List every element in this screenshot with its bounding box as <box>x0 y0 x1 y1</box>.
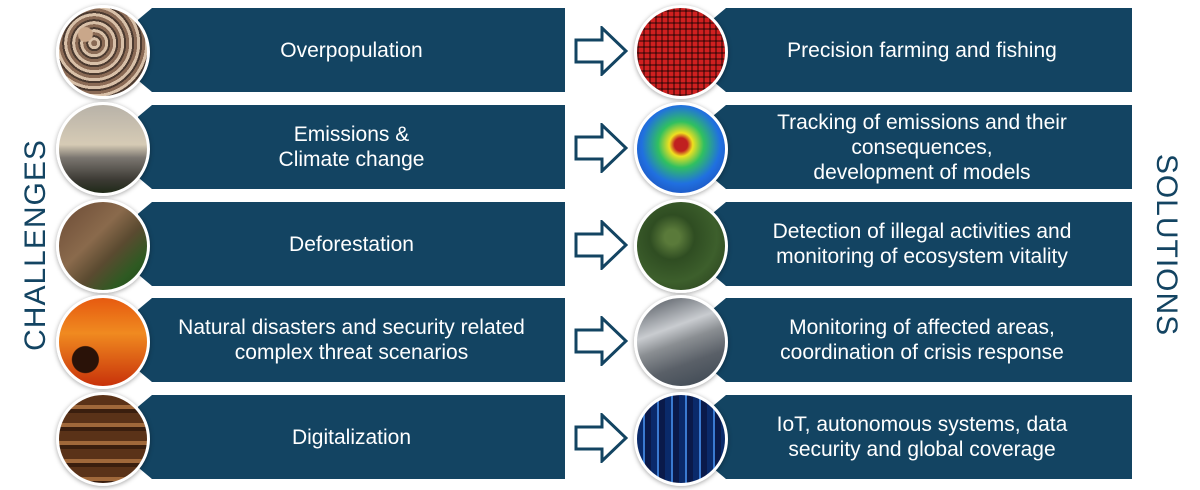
smoke-satellite-image <box>634 295 728 389</box>
solution-text: Precision farming and fishing <box>787 38 1057 62</box>
challenge-box: Digitalization <box>138 395 565 479</box>
challenge-solution-row: Overpopulation Precision farming and fis… <box>0 5 1200 99</box>
forest-satellite-image <box>634 199 728 293</box>
wildfire-image <box>56 295 150 389</box>
challenge-text: Deforestation <box>289 232 414 256</box>
challenge-solution-row: Natural disasters and security related c… <box>0 295 1200 389</box>
right-arrow-icon <box>574 314 629 368</box>
solution-box: Precision farming and fishing <box>712 8 1132 92</box>
challenge-box: Natural disasters and security related c… <box>138 298 565 382</box>
solution-box: Monitoring of affected areas, coordinati… <box>712 298 1132 382</box>
challenge-solution-row: Deforestation Detection of illegal activ… <box>0 199 1200 293</box>
binary-code-image <box>634 392 728 486</box>
crowd-image <box>56 5 150 99</box>
right-arrow-icon <box>574 121 629 175</box>
challenge-solution-row: Emissions & Climate change Tracking of e… <box>0 102 1200 196</box>
solution-text: Tracking of emissions and their conseque… <box>777 110 1067 184</box>
deforestation-image <box>56 199 150 293</box>
emissions-map-image <box>634 102 728 196</box>
farmland-satellite-image <box>634 5 728 99</box>
solution-text: Detection of illegal activities and moni… <box>772 220 1072 268</box>
solution-text: IoT, autonomous systems, data security a… <box>776 413 1068 461</box>
solution-text: Monitoring of affected areas, coordinati… <box>780 316 1064 364</box>
challenge-text: Natural disasters and security related c… <box>178 316 525 364</box>
solution-box: IoT, autonomous systems, data security a… <box>712 395 1132 479</box>
challenge-text: Digitalization <box>291 425 412 449</box>
library-image <box>56 392 150 486</box>
solution-box: Detection of illegal activities and moni… <box>712 202 1132 286</box>
right-arrow-icon <box>574 24 629 78</box>
challenge-box: Overpopulation <box>138 8 565 92</box>
right-arrow-icon <box>574 218 629 272</box>
right-arrow-icon <box>574 411 629 465</box>
power-plant-image <box>56 102 150 196</box>
challenge-text: Overpopulation <box>280 38 423 62</box>
solution-box: Tracking of emissions and their conseque… <box>712 105 1132 189</box>
challenge-text: Emissions & Climate change <box>278 123 425 171</box>
challenge-box: Deforestation <box>138 202 565 286</box>
challenge-solution-row: Digitalization IoT, autonomous systems, … <box>0 392 1200 486</box>
challenge-box: Emissions & Climate change <box>138 105 565 189</box>
